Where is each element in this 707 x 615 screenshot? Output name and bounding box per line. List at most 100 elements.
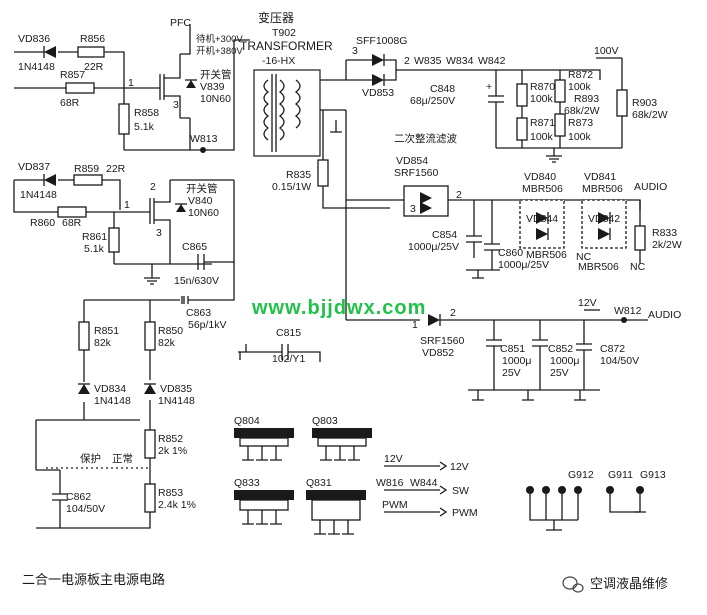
signal-12v-right: 12V xyxy=(450,461,469,473)
vd837-type: 1N4148 xyxy=(20,189,57,201)
q804-body xyxy=(234,428,294,438)
v839-type: 10N60 xyxy=(200,93,231,105)
r851-resistor xyxy=(78,321,90,351)
r857-label: R857 xyxy=(60,69,85,81)
q804-label: Q804 xyxy=(234,415,260,427)
q833-tab xyxy=(239,499,289,511)
signal-w844: W844 xyxy=(410,477,438,489)
vd844-label: VD844 xyxy=(526,213,558,225)
r870-label: R870 xyxy=(530,81,555,93)
transformer-type: -16-HX xyxy=(262,55,295,67)
r858-value: 5.1k xyxy=(134,121,155,133)
transformer-cn-label: 变压器 xyxy=(258,10,294,25)
q833-body xyxy=(234,490,294,500)
switch-tube-2-label: 开关管 xyxy=(186,182,218,195)
vd840-type: MBR506 xyxy=(522,183,563,195)
r873-value: 100k xyxy=(568,131,592,143)
r853-value: 2.4k 1% xyxy=(158,499,196,511)
vd837-label: VD837 xyxy=(18,161,50,173)
c851-voltage: 25V xyxy=(502,367,521,379)
signal-w816: W816 xyxy=(376,477,404,489)
r851-value: 82k xyxy=(94,337,112,349)
q803-label: Q803 xyxy=(312,415,338,427)
audio-label-1: AUDIO xyxy=(634,181,667,193)
audio-label-2: AUDIO xyxy=(648,309,681,321)
c863-value: 56p/1kV xyxy=(188,319,227,331)
vd840-label: VD840 xyxy=(524,171,556,183)
r858-label: R858 xyxy=(134,107,159,119)
vd853-label: VD853 xyxy=(362,87,394,99)
r853-label: R853 xyxy=(158,487,183,499)
transformer-core-box xyxy=(253,69,321,157)
c865-label: C865 xyxy=(182,241,207,253)
pfc-label: PFC xyxy=(170,17,191,29)
v839-pin3: 3 xyxy=(173,99,179,111)
schematic-title: 二合一电源板主电源电路 xyxy=(22,572,165,587)
switch-tube-1-label: 开关管 xyxy=(200,68,232,81)
vd840-vd844-box xyxy=(519,199,565,249)
c862-value: 104/50V xyxy=(66,503,105,515)
c860-value: 1000μ/25V xyxy=(498,259,549,271)
c862-label: C862 xyxy=(66,491,91,503)
q804-tab xyxy=(239,437,289,447)
r903-label: R903 xyxy=(632,97,657,109)
c865-value: 15n/630V xyxy=(174,275,219,287)
transformer-t902: 变压器 T902 TRANSFORMER -16-HX R835 0.15/1W xyxy=(240,10,390,209)
w842-label: W842 xyxy=(478,55,506,67)
signal-connections: 12V 12V W816 W844 SW PWM PWM xyxy=(376,453,478,519)
on-380v-label: 开机+380V xyxy=(196,45,243,57)
r861-value: 5.1k xyxy=(84,243,105,255)
r872-resistor xyxy=(554,79,566,103)
signal-12v-left: 12V xyxy=(384,453,403,465)
v839-pin1: 1 xyxy=(128,77,134,89)
q833-label: Q833 xyxy=(234,477,260,489)
vd852-pin2: 2 xyxy=(450,307,456,319)
c854-value: 1000μ/25V xyxy=(408,241,459,253)
sff-pin2: 2 xyxy=(404,55,410,67)
r873-resistor xyxy=(554,113,566,137)
r835-label: R835 xyxy=(286,169,311,181)
secondary-12v-rail-section: 1 2 SRF1560 VD852 12V W812 AUDIO C851 10… xyxy=(412,297,681,401)
c815-label: C815 xyxy=(276,327,301,339)
v840-type: 10N60 xyxy=(188,207,219,219)
vd834-label: VD834 xyxy=(94,383,126,395)
transistor-packages: Q804 Q803 Q833 Q831 xyxy=(234,415,372,535)
r853-resistor xyxy=(144,483,156,513)
rail-100v-label: 100V xyxy=(594,45,619,57)
r833-resistor xyxy=(634,225,646,251)
r861-resistor xyxy=(108,227,120,253)
r873-label: R873 xyxy=(568,117,593,129)
r857-value: 68R xyxy=(60,97,80,109)
vd841-vd842-box xyxy=(581,199,627,249)
r860-label: R860 xyxy=(30,217,55,229)
standby-300v-label: 待机+300V xyxy=(196,33,243,45)
vd836-type: 1N4148 xyxy=(18,61,55,73)
signal-sw: SW xyxy=(452,485,469,497)
coupling-caps-section: C863 56p/1kV C815 102/Y1 xyxy=(84,262,321,365)
svg-text:+: + xyxy=(486,81,492,93)
q831-label: Q831 xyxy=(306,477,332,489)
signal-pwm-left: PWM xyxy=(382,499,408,511)
vd854-pin3: 3 xyxy=(410,203,416,215)
w834-label: W834 xyxy=(446,55,474,67)
r835-value: 0.15/1W xyxy=(272,181,311,193)
r871-resistor xyxy=(516,117,528,141)
protect-label: 保护 xyxy=(80,452,101,465)
vd854-pin2: 2 xyxy=(456,189,462,201)
r893-value: 68k/2W xyxy=(564,105,600,117)
c851-label: C851 xyxy=(500,343,525,355)
secondary-filter-label: 二次整流滤波 xyxy=(394,132,457,145)
r860-resistor xyxy=(57,206,87,218)
r835-resistor xyxy=(317,159,329,187)
c852-value: 1000μ xyxy=(550,355,579,367)
wechat-bubble-icon xyxy=(562,576,584,593)
r903-resistor xyxy=(616,89,628,117)
normal-label: 正常 xyxy=(112,452,133,465)
r852-label: R852 xyxy=(158,433,183,445)
transformer-ref: T902 xyxy=(272,27,296,39)
r833-value: 2k/2W xyxy=(652,239,682,251)
vd852-type: SRF1560 xyxy=(420,335,465,347)
c872-label: C872 xyxy=(600,343,625,355)
q831-tab xyxy=(311,499,361,521)
